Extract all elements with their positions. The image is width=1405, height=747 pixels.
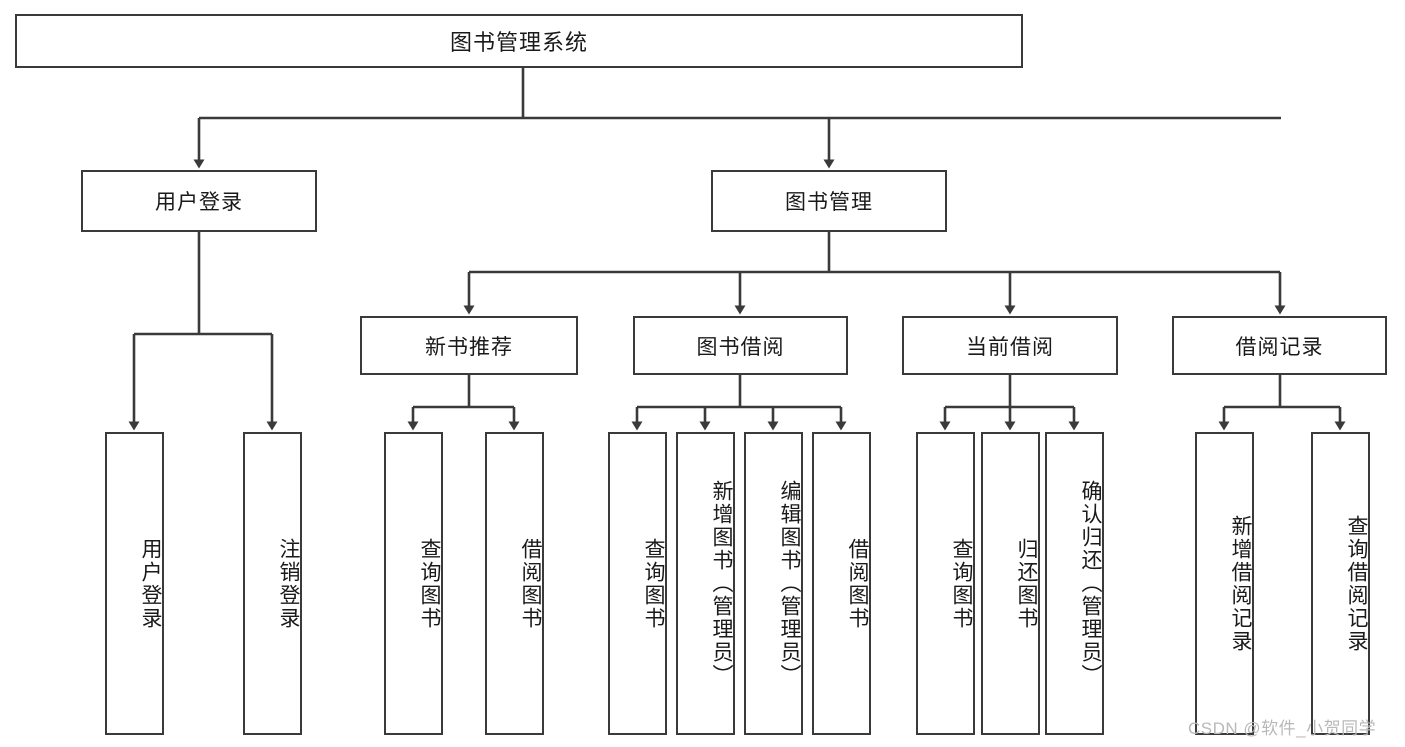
leaf-confirm-return-admin[interactable]: 确认归还（管理员） bbox=[1045, 432, 1104, 735]
leaf-borrow-book-recommend[interactable]: 借阅图书 bbox=[485, 432, 544, 735]
leaf-query-book-current[interactable]: 查询图书 bbox=[916, 432, 975, 735]
leaf-user-login[interactable]: 用户登录 bbox=[105, 432, 164, 735]
leaf-add-book-admin[interactable]: 新增图书（管理员） bbox=[676, 432, 735, 735]
node-new-book-recommend[interactable]: 新书推荐 bbox=[360, 316, 578, 375]
csdn-watermark: CSDN @软件_小贺同学 bbox=[1188, 719, 1377, 738]
node-book-borrow[interactable]: 图书借阅 bbox=[633, 316, 848, 375]
node-root[interactable]: 图书管理系统 bbox=[15, 14, 1023, 68]
leaf-borrow-book[interactable]: 借阅图书 bbox=[812, 432, 871, 735]
node-user-login[interactable]: 用户登录 bbox=[81, 170, 317, 232]
node-book-management[interactable]: 图书管理 bbox=[711, 170, 947, 232]
node-current-borrow[interactable]: 当前借阅 bbox=[902, 316, 1118, 375]
leaf-query-book-recommend[interactable]: 查询图书 bbox=[384, 432, 443, 735]
leaf-query-borrow-record[interactable]: 查询借阅记录 bbox=[1311, 432, 1370, 735]
leaf-logout[interactable]: 注销登录 bbox=[243, 432, 302, 735]
node-borrow-record[interactable]: 借阅记录 bbox=[1172, 316, 1387, 375]
leaf-return-book[interactable]: 归还图书 bbox=[981, 432, 1040, 735]
leaf-query-book-borrow[interactable]: 查询图书 bbox=[608, 432, 667, 735]
leaf-add-borrow-record[interactable]: 新增借阅记录 bbox=[1195, 432, 1254, 735]
leaf-edit-book-admin[interactable]: 编辑图书（管理员） bbox=[744, 432, 803, 735]
